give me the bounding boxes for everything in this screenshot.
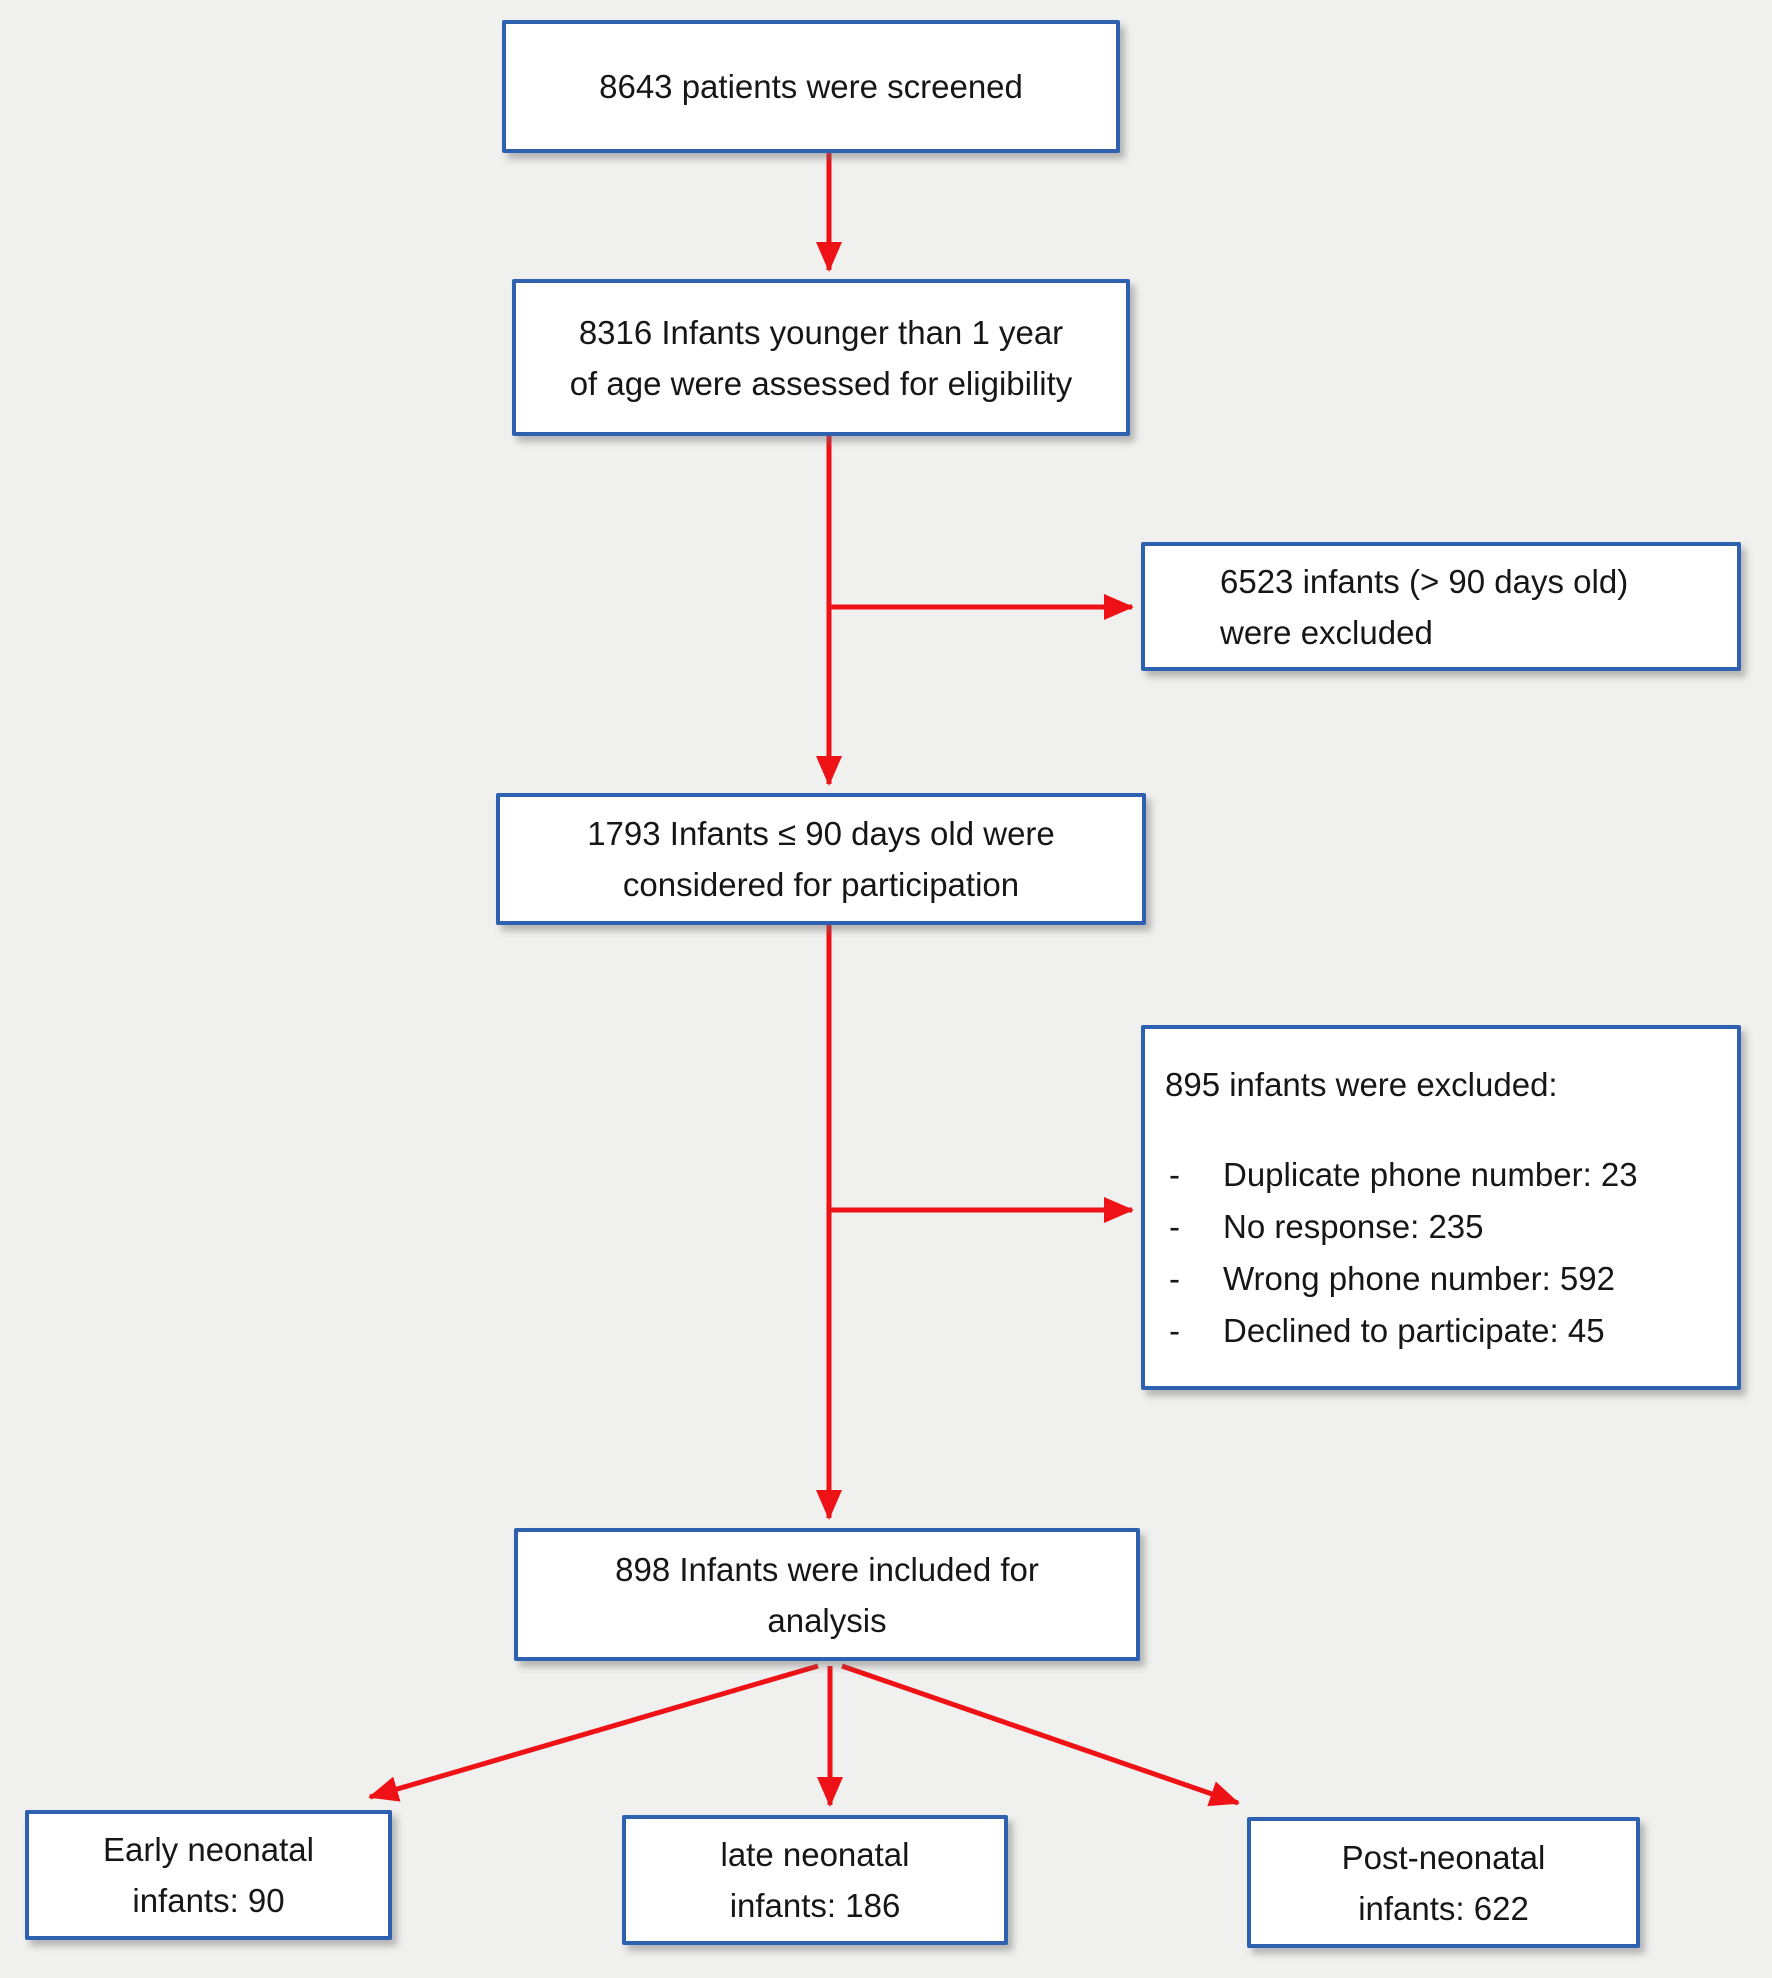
excluded-reason: No response: 235 [1223,1208,1484,1245]
arrow-included-to-early [368,1663,819,1802]
bullet-dash: - [1169,1156,1180,1193]
excluded-age-line1: 6523 infants (> 90 days old) [1220,562,1629,600]
bullet-dash: - [1169,1312,1180,1349]
assessed-line2: of age were assessed for eligibility [569,364,1073,402]
early-neonatal-line1: Early neonatal [103,1831,314,1868]
box-late-neonatal: late neonatal infants: 186 [622,1815,1008,1945]
excluded-reason: Duplicate phone number: 23 [1223,1156,1638,1193]
list-item: - Duplicate phone number: 23 [1165,1149,1638,1201]
excluded-contact-title: 895 infants were excluded: [1165,1066,1558,1103]
bullet-dash: - [1169,1208,1180,1245]
post-neonatal-line1: Post-neonatal [1341,1838,1546,1876]
arrow-included-to-post [841,1663,1240,1807]
included-line2: analysis [767,1601,887,1639]
box-post-neonatal: Post-neonatal infants: 622 [1247,1817,1640,1948]
bullet-dash: - [1169,1260,1180,1297]
considered-line1: 1793 Infants ≤ 90 days old were [587,815,1055,852]
excluded-age-line2: were excluded [1220,613,1433,651]
considered-line2: considered for participation [622,866,1020,903]
box-early-neonatal: Early neonatal infants: 90 [25,1810,392,1940]
excluded-reason: Wrong phone number: 592 [1223,1260,1615,1297]
late-neonatal-line2: infants: 186 [729,1887,901,1924]
box-excluded-contact: 895 infants were excluded: - Duplicate p… [1141,1025,1741,1390]
screened-text: 8643 patients were screened [599,68,1023,105]
early-neonatal-line2: infants: 90 [132,1882,285,1919]
included-line1: 898 Infants were included for [615,1550,1039,1588]
post-neonatal-line2: infants: 622 [1358,1889,1529,1927]
excluded-contact-list: - Duplicate phone number: 23 - No respon… [1165,1149,1638,1357]
box-considered: 1793 Infants ≤ 90 days old were consider… [496,793,1146,925]
list-item: - Declined to participate: 45 [1165,1305,1638,1357]
list-item: - No response: 235 [1165,1201,1638,1253]
late-neonatal-line1: late neonatal [720,1836,910,1873]
assessed-line1: 8316 Infants younger than 1 year [578,313,1064,351]
box-assessed: 8316 Infants younger than 1 year of age … [512,279,1130,436]
box-excluded-age: 6523 infants (> 90 days old) were exclud… [1141,542,1741,671]
excluded-reason: Declined to participate: 45 [1223,1312,1605,1349]
list-item: - Wrong phone number: 592 [1165,1253,1638,1305]
box-included: 898 Infants were included for analysis [514,1528,1140,1661]
box-screened: 8643 patients were screened [502,20,1120,153]
